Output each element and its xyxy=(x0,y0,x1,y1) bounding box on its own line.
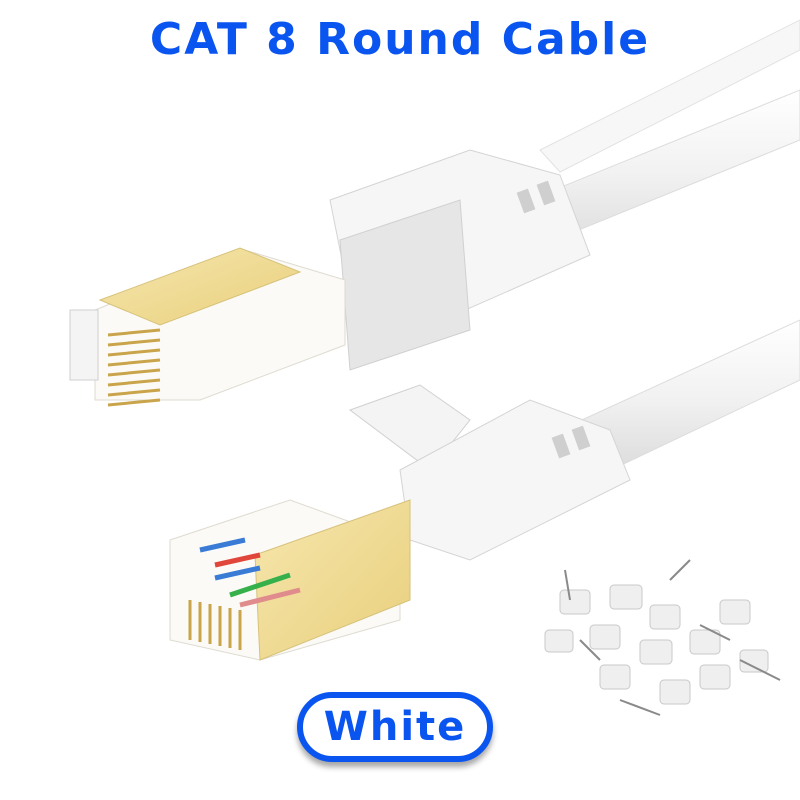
boot-bottom xyxy=(348,384,631,561)
boot-top xyxy=(329,149,591,371)
rj45-connector-bottom xyxy=(169,499,411,661)
color-variant-badge: White xyxy=(297,692,493,762)
color-variant-label: White xyxy=(323,704,467,750)
page-title: CAT 8 Round Cable xyxy=(149,14,651,65)
cable-clips-with-nails xyxy=(544,559,781,716)
rj45-connector-top xyxy=(69,247,346,407)
